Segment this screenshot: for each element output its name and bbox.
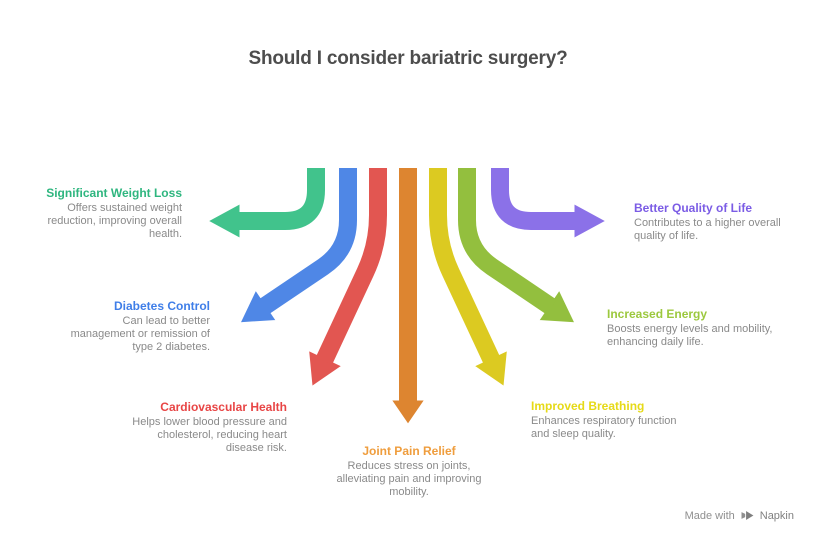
diabetes-control-label: Diabetes Control Can lead to better mana… bbox=[60, 299, 210, 355]
improved-breathing-heading: Improved Breathing bbox=[531, 399, 645, 413]
diabetes-control-body: Can lead to better management or remissi… bbox=[70, 315, 210, 354]
cardiovascular-health-arrow bbox=[305, 168, 390, 391]
joint-pain-relief-arrow bbox=[386, 168, 430, 429]
page-title: Should I consider bariatric surgery? bbox=[248, 48, 568, 69]
cardiovascular-health-body: Helps lower blood pressure and cholester… bbox=[132, 416, 287, 455]
improved-breathing-label: Improved Breathing Enhances respiratory … bbox=[531, 399, 681, 441]
weight-loss-body: Offers sustained weight reduction, impro… bbox=[47, 202, 182, 241]
diabetes-control-heading: Diabetes Control bbox=[113, 299, 210, 313]
increased-energy-heading: Increased Energy bbox=[607, 307, 708, 321]
weight-loss-heading: Significant Weight Loss bbox=[46, 186, 182, 200]
napkin-logo-icon bbox=[741, 509, 755, 522]
increased-energy-arrow bbox=[455, 168, 579, 326]
weight-loss-arrow bbox=[202, 168, 328, 243]
joint-pain-relief-heading: Joint Pain Relief bbox=[362, 444, 456, 458]
cardiovascular-health-heading: Cardiovascular Health bbox=[160, 400, 287, 414]
improved-breathing-arrow bbox=[426, 168, 511, 391]
increased-energy-body: Boosts energy levels and mobility, enhan… bbox=[607, 323, 773, 349]
better-quality-of-life-heading: Better Quality of Life bbox=[634, 201, 753, 215]
better-quality-of-life-body: Contributes to a higher overall quality … bbox=[634, 217, 781, 243]
diabetes-control-arrow bbox=[236, 168, 360, 326]
joint-pain-relief-label: Joint Pain Relief Reduces stress on join… bbox=[329, 444, 489, 500]
made-with-napkin-link[interactable]: Made with Napkin bbox=[685, 509, 794, 522]
joint-pain-relief-body: Reduces stress on joints, alleviating pa… bbox=[336, 460, 482, 499]
weight-loss-label: Significant Weight Loss Offers sustained… bbox=[37, 186, 182, 242]
made-with-text: Made with bbox=[684, 509, 735, 522]
better-quality-of-life-label: Better Quality of Life Contributes to a … bbox=[634, 201, 810, 243]
better-quality-of-life-arrow bbox=[488, 168, 612, 243]
improved-breathing-body: Enhances respiratory function and sleep … bbox=[531, 415, 677, 441]
increased-energy-label: Increased Energy Boosts energy levels an… bbox=[607, 307, 779, 349]
cardiovascular-health-label: Cardiovascular Health Helps lower blood … bbox=[122, 400, 287, 456]
napkin-brand-text: Napkin bbox=[759, 509, 794, 522]
